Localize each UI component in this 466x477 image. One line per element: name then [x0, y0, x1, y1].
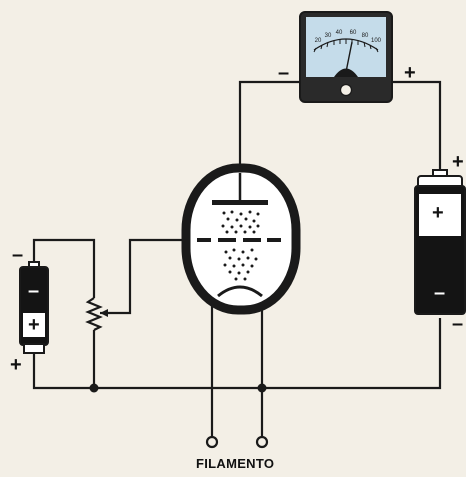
battery-label-band [419, 194, 461, 236]
cell-label-band [23, 313, 45, 337]
wire-grid [108, 238, 186, 315]
meter-scale-label: 60 [350, 30, 357, 36]
meter-scale-label: 80 [362, 33, 369, 39]
tube-grid [197, 238, 281, 242]
plate-battery [414, 169, 466, 315]
meter-scale-label: 100 [371, 38, 382, 44]
tube-cathode [217, 285, 263, 298]
meter-ticks [313, 39, 379, 53]
meter-scale-label: 20 [315, 38, 322, 44]
cell-body-positive-sign: + [28, 314, 40, 336]
vacuum-tube [181, 163, 301, 405]
filament-caption: FILAMENTO [196, 456, 275, 471]
cell-bottom-cap [23, 343, 45, 354]
wiper-arrow [100, 309, 108, 317]
meter-needle [345, 41, 353, 73]
battery-body-positive-sign: + [432, 202, 444, 224]
wire-meter-to-battery [392, 80, 442, 173]
junctions [89, 383, 267, 393]
filament-terminals [205, 435, 269, 449]
wire-cell-top-to-pot [32, 238, 96, 298]
meter-positive-sign: + [404, 62, 416, 84]
bias-cell [19, 261, 49, 354]
wire-ground-bus [32, 352, 262, 390]
electron-cloud-lower [223, 248, 258, 281]
junction-dot [257, 383, 267, 393]
meter: 20 30 40 60 80 100 [299, 11, 393, 103]
battery-top-positive-sign: + [452, 151, 464, 173]
filament-terminal-right [255, 435, 269, 449]
junction-dot [89, 383, 99, 393]
battery-bottom-negative-sign: – [452, 313, 464, 335]
wire-meter-to-plate [238, 80, 300, 175]
cell-body-negative-sign: – [28, 280, 40, 302]
cell-bottom-positive-sign: + [10, 354, 22, 376]
wire-battery-to-ground [262, 318, 442, 390]
potentiometer-resistor [85, 297, 103, 331]
meter-zero-screw [339, 83, 353, 97]
tube-plate [212, 200, 268, 205]
filament-terminal-left [205, 435, 219, 449]
meter-scale-labels: 20 30 40 60 80 100 [315, 30, 382, 44]
meter-needle-hub [334, 68, 358, 77]
wires [32, 80, 442, 438]
potentiometer [85, 297, 108, 331]
meter-scale-label: 40 [336, 30, 343, 36]
electron-cloud-upper [221, 210, 260, 234]
cell-top-negative-sign: – [12, 244, 24, 266]
battery-body-negative-sign: – [434, 282, 446, 304]
meter-negative-sign: – [278, 62, 290, 84]
meter-scale-label: 30 [325, 33, 332, 39]
